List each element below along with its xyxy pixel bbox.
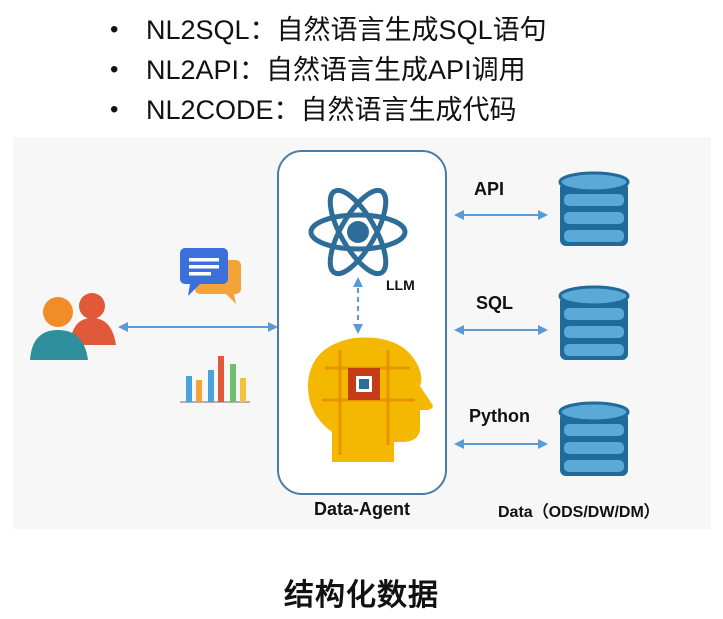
bullet-text: NL2CODE：自然语言生成代码 <box>146 95 517 125</box>
sql-label: SQL <box>476 293 514 313</box>
chat-icon <box>180 248 241 304</box>
database-icon <box>558 285 630 360</box>
bullet-list: •NL2SQL：自然语言生成SQL语句 •NL2API：自然语言生成API调用 … <box>108 10 547 130</box>
bullet-marker: • <box>110 96 119 123</box>
caption: 结构化数据 <box>284 579 439 612</box>
database-icon <box>558 171 630 246</box>
api-label: API <box>474 179 505 199</box>
bullet-marker: • <box>110 16 119 43</box>
bullet-item-nl2code: • NL2CODE：自然语言生成代码 <box>108 90 547 130</box>
bullet-item-nl2sql: • NL2SQL：自然语言生成SQL语句 <box>108 10 547 50</box>
llm-label: LLM <box>386 277 415 293</box>
users-icon <box>30 293 116 360</box>
data-label: Data（ODS/DW/DM） <box>498 504 660 521</box>
python-label: Python <box>469 406 530 426</box>
bar-chart-icon <box>180 356 250 403</box>
ai-head-icon <box>307 337 433 462</box>
agent-label: Data-Agent <box>314 499 411 519</box>
atom-icon <box>308 187 408 277</box>
database-icon <box>558 401 630 476</box>
bullet-text: NL2API：自然语言生成API调用 <box>146 55 526 85</box>
bullet-item-nl2api: • NL2API：自然语言生成API调用 <box>108 50 547 90</box>
bullet-marker: • <box>110 56 119 83</box>
bullet-text: NL2SQL：自然语言生成SQL语句 <box>146 15 547 45</box>
